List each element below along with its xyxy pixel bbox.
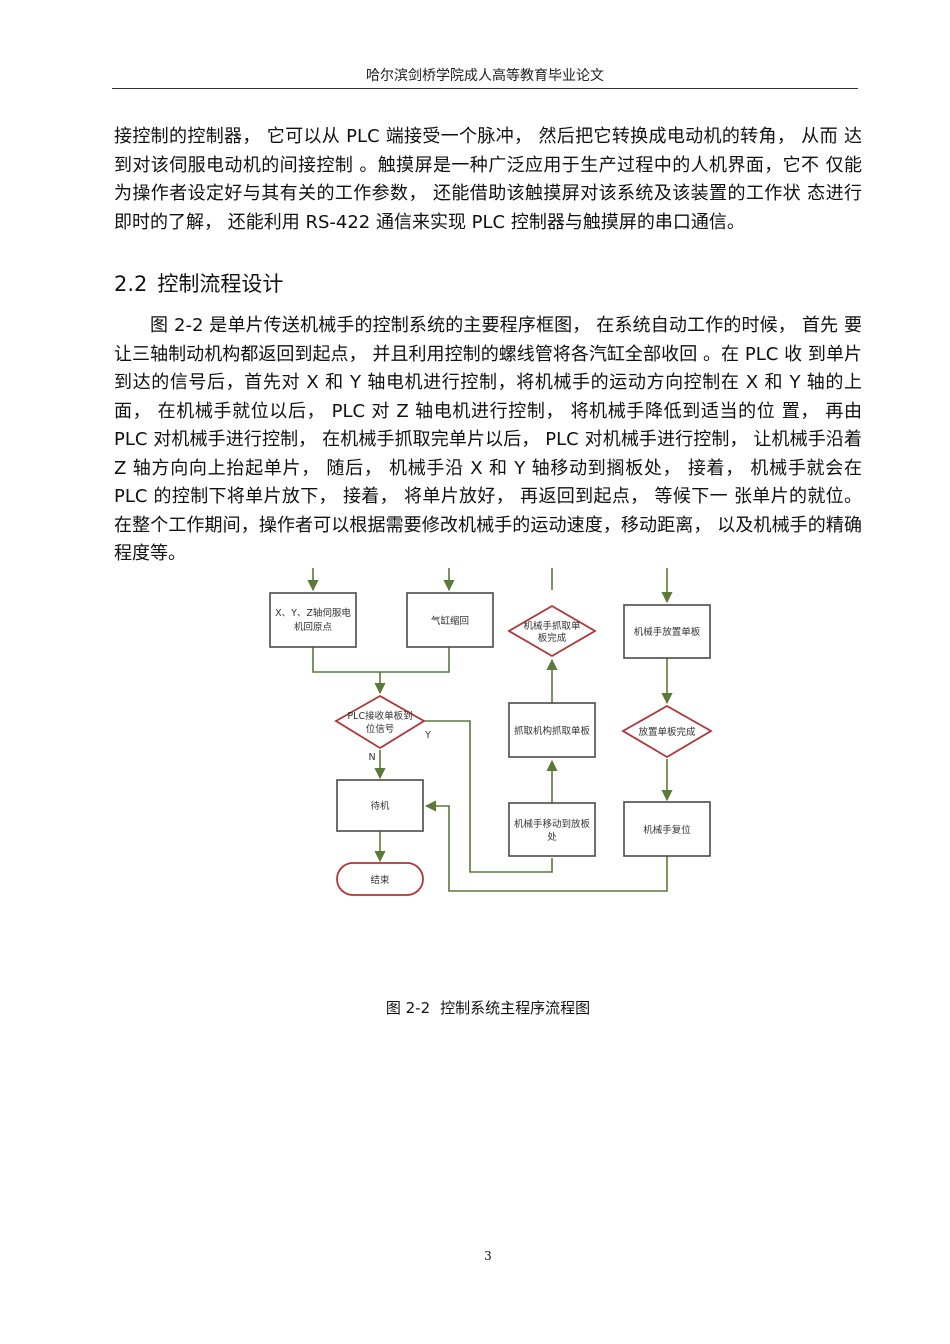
- page-number: 3: [484, 1249, 492, 1263]
- label-home-line2: 机回原点: [294, 621, 333, 633]
- decision-place: [621, 704, 713, 759]
- label-decision-grab-line2: 板完成: [538, 632, 567, 644]
- label-place: 机械手放置单板: [634, 626, 701, 638]
- label-grab: 抓取机构抓取单板: [514, 725, 591, 737]
- figure-caption: 图 2-2 控制系统主程序流程图: [0, 996, 950, 1020]
- paragraph-intro: 接控制的控制器， 它可以从 PLC 端接受一个脉冲， 然后把它转换成电动机的转角…: [114, 126, 862, 233]
- label-home-line1: X、Y、Z轴伺服电: [275, 607, 351, 619]
- label-wait: 待机: [370, 800, 390, 812]
- figure-number: 图 2-2: [385, 999, 431, 1017]
- figure-caption-text: 控制系统主程序流程图: [440, 999, 591, 1017]
- label-yes: Y: [424, 730, 431, 741]
- terminal-end: [336, 862, 424, 896]
- section-number: 2.2: [114, 272, 148, 296]
- section-title-text: 控制流程设计: [157, 272, 284, 296]
- label-reset: 机械手复位: [643, 824, 691, 836]
- decision-grab: [507, 604, 597, 658]
- box-cylinder: [406, 592, 494, 648]
- label-decision-place: 放置单板完成: [638, 726, 696, 738]
- decision-signal: [334, 694, 426, 750]
- connector-yes-branch: [424, 720, 553, 873]
- label-decision-grab-line1: 机械手抓取单: [523, 620, 581, 632]
- label-no: N: [368, 752, 375, 763]
- running-header: 哈尔滨剑桥学院成人高等教育毕业论文: [366, 68, 604, 84]
- label-move-line2: 处: [547, 831, 557, 843]
- paragraph-flow-description: 图 2-2 是单片传送机械手的控制系统的主要程序框图， 在系统自动工作的时候， …: [114, 315, 862, 564]
- box-wait: [336, 779, 424, 832]
- connector-merge: [312, 647, 450, 673]
- label-decision-signal-line2: 位信号: [366, 723, 395, 735]
- label-cylinder: 气缸缩回: [431, 615, 469, 627]
- label-end: 结束: [370, 874, 390, 886]
- connector-return: [424, 800, 668, 892]
- label-move-line1: 机械手移动到放板: [514, 818, 591, 830]
- box-reset: [623, 801, 711, 857]
- section-heading: 2.2 控制流程设计: [114, 268, 283, 300]
- header-rule: [112, 88, 858, 89]
- box-home: [269, 592, 357, 648]
- box-grab: [508, 702, 596, 758]
- box-place: [623, 604, 711, 659]
- label-decision-signal-line1: PLC接收单板到: [347, 710, 412, 722]
- box-move: [508, 802, 596, 857]
